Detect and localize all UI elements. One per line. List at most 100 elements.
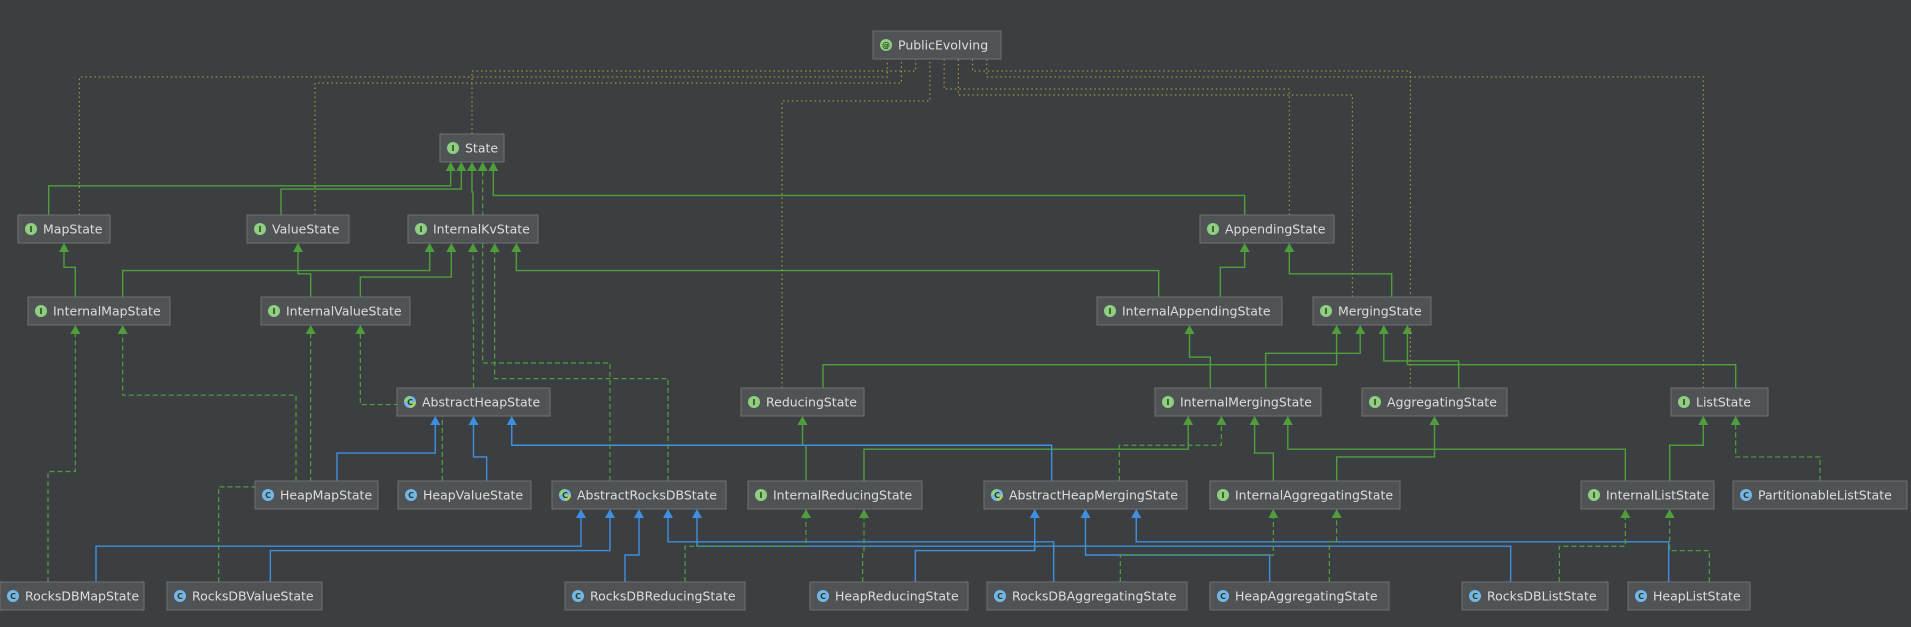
arrowhead — [506, 416, 517, 425]
edge-rocks-db-aggregating-state-to-internal-aggregating-state — [1119, 509, 1279, 582]
arrowhead — [1282, 416, 1293, 425]
node-rocks-db-aggregating-state[interactable]: C RocksDBAggregatingState — [986, 581, 1188, 611]
svg-text:C: C — [408, 491, 414, 500]
edge-rocks-db-map-state-to-abstract-rocks-db-state — [95, 509, 586, 582]
arrowhead — [1331, 325, 1342, 334]
node-box — [1627, 581, 1751, 611]
node-public-evolving[interactable]: @PublicEvolving — [872, 30, 1002, 60]
class-icon: C — [1469, 590, 1481, 602]
class-icon: C — [572, 590, 584, 602]
interface-icon: I — [1588, 489, 1600, 501]
node-box — [986, 581, 1188, 611]
node-label: InternalKvState — [433, 222, 530, 237]
edge-internal-merging-state-to-merging-state — [1264, 325, 1366, 388]
arrowhead — [605, 509, 615, 518]
edge-rocks-db-list-state-to-abstract-rocks-db-state — [692, 509, 1512, 582]
node-label: InternalAppendingState — [1122, 304, 1271, 319]
svg-text:I: I — [273, 307, 276, 316]
arrowhead — [1183, 416, 1194, 425]
arrowhead — [424, 243, 435, 252]
node-box — [872, 30, 1002, 60]
edge-reducing-state-to-public-evolving — [781, 59, 931, 388]
node-box — [27, 296, 171, 326]
edge-internal-aggregating-state-to-internal-merging-state — [1249, 416, 1275, 481]
node-box — [747, 480, 923, 510]
edge-internal-list-state-to-list-state — [1668, 416, 1709, 481]
svg-text:C: C — [1472, 592, 1478, 601]
edge-heap-aggregating-state-to-abstract-heap-merging-state — [1080, 509, 1271, 582]
node-label: MapState — [43, 222, 103, 237]
interface-icon: I — [254, 223, 266, 235]
svg-text:C: C — [994, 491, 1000, 500]
edge-internal-kv-state-to-state — [467, 162, 477, 215]
svg-text:C: C — [575, 592, 581, 601]
svg-text:C: C — [997, 592, 1003, 601]
node-box — [397, 480, 532, 510]
node-box — [1732, 480, 1908, 510]
node-box — [396, 387, 551, 417]
interface-icon: I — [268, 305, 280, 317]
class-icon: C — [174, 590, 186, 602]
svg-text:I: I — [30, 225, 33, 234]
node-box — [1209, 480, 1401, 510]
edge-reducing-state-to-merging-state — [822, 325, 1342, 388]
node-label: HeapListState — [1653, 589, 1741, 604]
node-box — [1199, 214, 1335, 244]
svg-text:I: I — [452, 144, 455, 153]
interface-icon: I — [1369, 396, 1381, 408]
node-internal-appending-state[interactable]: I InternalAppendingState — [1096, 296, 1283, 326]
edge-heap-value-state-to-internal-value-state — [355, 325, 443, 481]
svg-text:I: I — [1109, 307, 1112, 316]
svg-text:I: I — [1683, 398, 1686, 407]
node-map-state[interactable]: I MapState — [17, 214, 111, 244]
arrowhead — [1249, 416, 1260, 425]
edge-internal-reducing-state-to-internal-merging-state — [863, 416, 1194, 481]
edge-heap-aggregating-state-to-internal-aggregating-state — [1328, 509, 1342, 582]
edge-partitionable-list-state-to-list-state — [1730, 416, 1821, 481]
node-box — [1361, 387, 1508, 417]
edge-map-state-to-public-evolving — [78, 59, 888, 215]
node-box — [1580, 480, 1715, 510]
svg-text:C: C — [562, 491, 568, 500]
svg-text:C: C — [820, 592, 826, 601]
arrowhead — [59, 243, 69, 252]
arrowhead — [456, 162, 467, 171]
arrowhead — [468, 243, 478, 252]
node-label: RocksDBAggregatingState — [1012, 589, 1177, 604]
svg-text:C: C — [177, 592, 183, 601]
edge-internal-appending-state-to-internal-kv-state — [511, 243, 1160, 297]
edge-aggregating-state-to-merging-state — [1378, 325, 1460, 388]
edge-rocks-db-list-state-to-internal-list-state — [1558, 509, 1631, 582]
arrowhead — [1664, 509, 1675, 518]
arrowhead — [663, 509, 673, 518]
node-label: HeapReducingState — [835, 589, 959, 604]
node-heap-reducing-state[interactable]: C HeapReducingState — [809, 581, 969, 611]
edge-internal-map-state-to-internal-kv-state — [121, 243, 435, 297]
